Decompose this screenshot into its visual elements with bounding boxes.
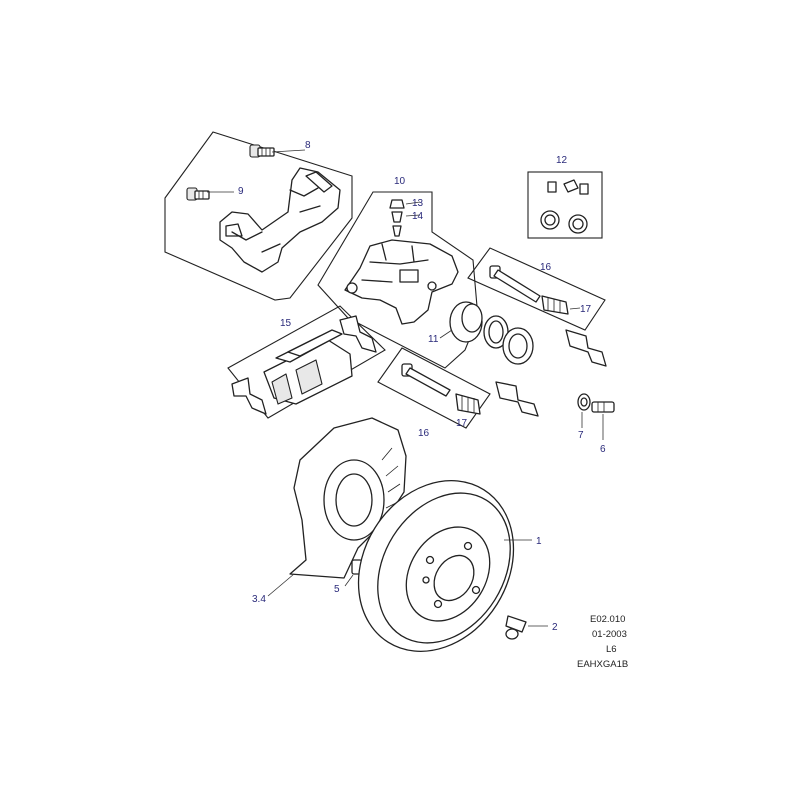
callout-17-upper: 17: [580, 304, 592, 315]
bleed-screw: [389, 199, 405, 237]
caliper-piston: [449, 301, 483, 343]
callout-9: 9: [238, 186, 244, 197]
brake-pad-rear: [275, 329, 343, 363]
callout-17-lower: 17: [456, 418, 468, 429]
carrier-bolt-upper: [249, 144, 275, 158]
dust-boot: [502, 327, 534, 365]
callout-3-4: 3.4: [252, 594, 266, 605]
callout-16-lower: 16: [418, 428, 430, 439]
caliper-group: [317, 191, 534, 369]
callout-2: 2: [552, 622, 558, 633]
seal-kit-box: [527, 171, 603, 239]
guide-pin-kit-upper: [467, 247, 606, 331]
callout-13: 13: [412, 198, 424, 209]
pad-clip-left: [231, 377, 267, 415]
guide-pin-upper: [489, 265, 541, 303]
callout-16-upper: 16: [540, 262, 552, 273]
anti-rattle-clip-upper: [565, 329, 607, 367]
carrier-bolt-lower: [186, 187, 210, 201]
callout-10: 10: [394, 176, 406, 187]
guide-pin-boot-lower: [455, 393, 481, 415]
caliper-box: [317, 191, 479, 369]
callout-8: 8: [305, 140, 311, 151]
callout-6: 6: [600, 444, 606, 455]
guide-pin-kit-lower: [377, 347, 491, 429]
callout-12: 12: [556, 155, 568, 166]
ref-id: EAHXGA1B: [577, 659, 628, 670]
callout-7: 7: [578, 430, 584, 441]
guide-pin-lower: [401, 363, 451, 397]
ref-code: E02.010: [590, 614, 625, 625]
ref-model: L6: [606, 644, 617, 655]
disc-screw: [505, 615, 527, 640]
washer: [577, 393, 591, 411]
dust-shield: [289, 417, 407, 579]
callout-1: 1: [536, 536, 542, 547]
ref-date: 01-2003: [592, 629, 627, 640]
seal-kit-group: [527, 171, 603, 239]
callout-14: 14: [412, 211, 424, 222]
reference-block: E02.010 01-2003 L6 EAHXGA1B: [577, 614, 628, 670]
carrier-kit-box: [164, 131, 353, 301]
brake-pad-group: [227, 305, 386, 419]
pad-clip-right: [339, 315, 377, 353]
callout-5: 5: [334, 584, 340, 595]
brake-pad-front: [263, 339, 353, 405]
caliper-carrier-group: [164, 131, 353, 301]
caliper-bolt: [591, 401, 615, 413]
callout-15: 15: [280, 318, 292, 329]
brake-disc: [357, 480, 515, 652]
anti-rattle-clip-lower: [495, 381, 539, 417]
callout-labels: 8 9 10 13 14 11 12 16 17 15 16 17 7 6 1 …: [238, 140, 606, 633]
caliper-carrier: [219, 167, 341, 273]
callout-11: 11: [428, 334, 439, 345]
guide-pin-boot-upper: [541, 295, 569, 315]
